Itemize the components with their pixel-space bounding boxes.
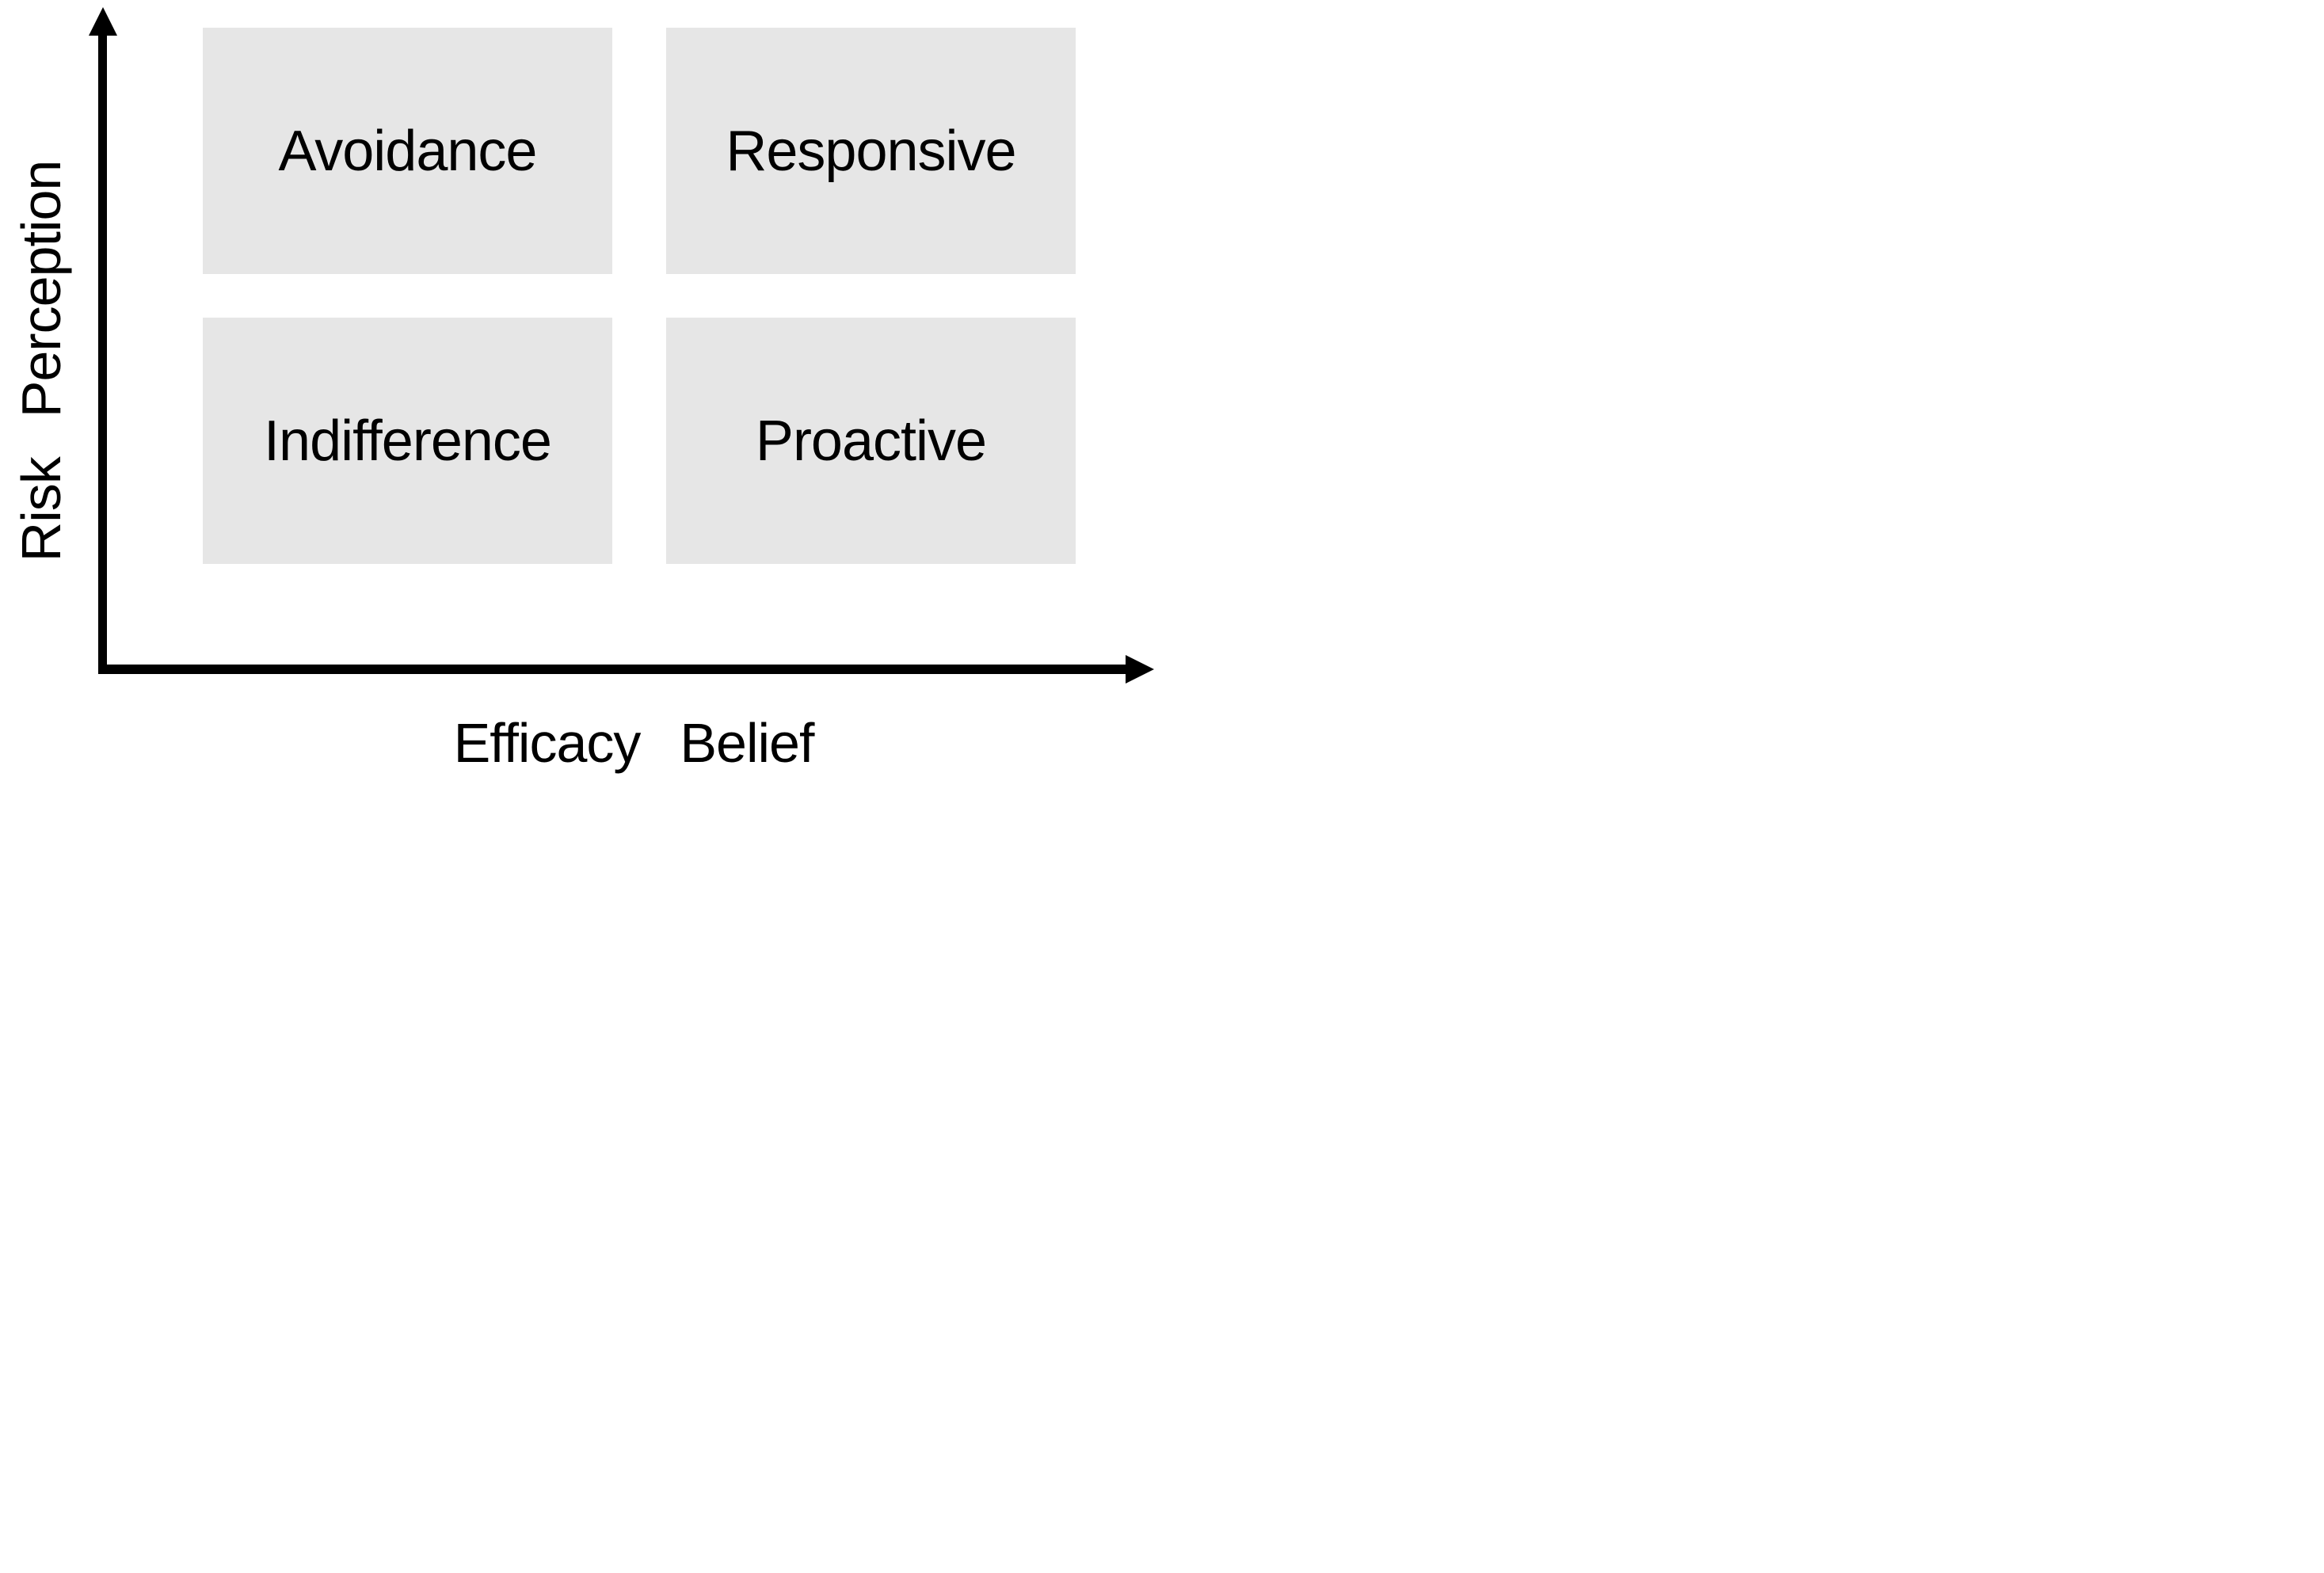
y-axis-line xyxy=(98,30,107,674)
quadrant-responsive: Responsive xyxy=(666,28,1076,274)
quadrant-avoidance: Avoidance xyxy=(203,28,612,274)
y-axis-arrowhead-icon xyxy=(89,7,117,36)
x-axis-line xyxy=(99,665,1126,674)
y-axis-label: Risk Perception xyxy=(10,160,72,562)
quadrant-diagram: Risk Perception Efficacy Belief Avoidanc… xyxy=(0,0,1162,786)
quadrant-responsive-label: Responsive xyxy=(726,119,1016,183)
quadrant-indifference: Indifference xyxy=(203,318,612,564)
x-axis-label: Efficacy Belief xyxy=(453,712,815,774)
quadrant-proactive-label: Proactive xyxy=(755,409,987,473)
quadrant-indifference-label: Indifference xyxy=(264,409,552,473)
quadrant-proactive: Proactive xyxy=(666,318,1076,564)
quadrant-avoidance-label: Avoidance xyxy=(278,119,538,183)
x-axis-arrowhead-icon xyxy=(1126,655,1154,684)
